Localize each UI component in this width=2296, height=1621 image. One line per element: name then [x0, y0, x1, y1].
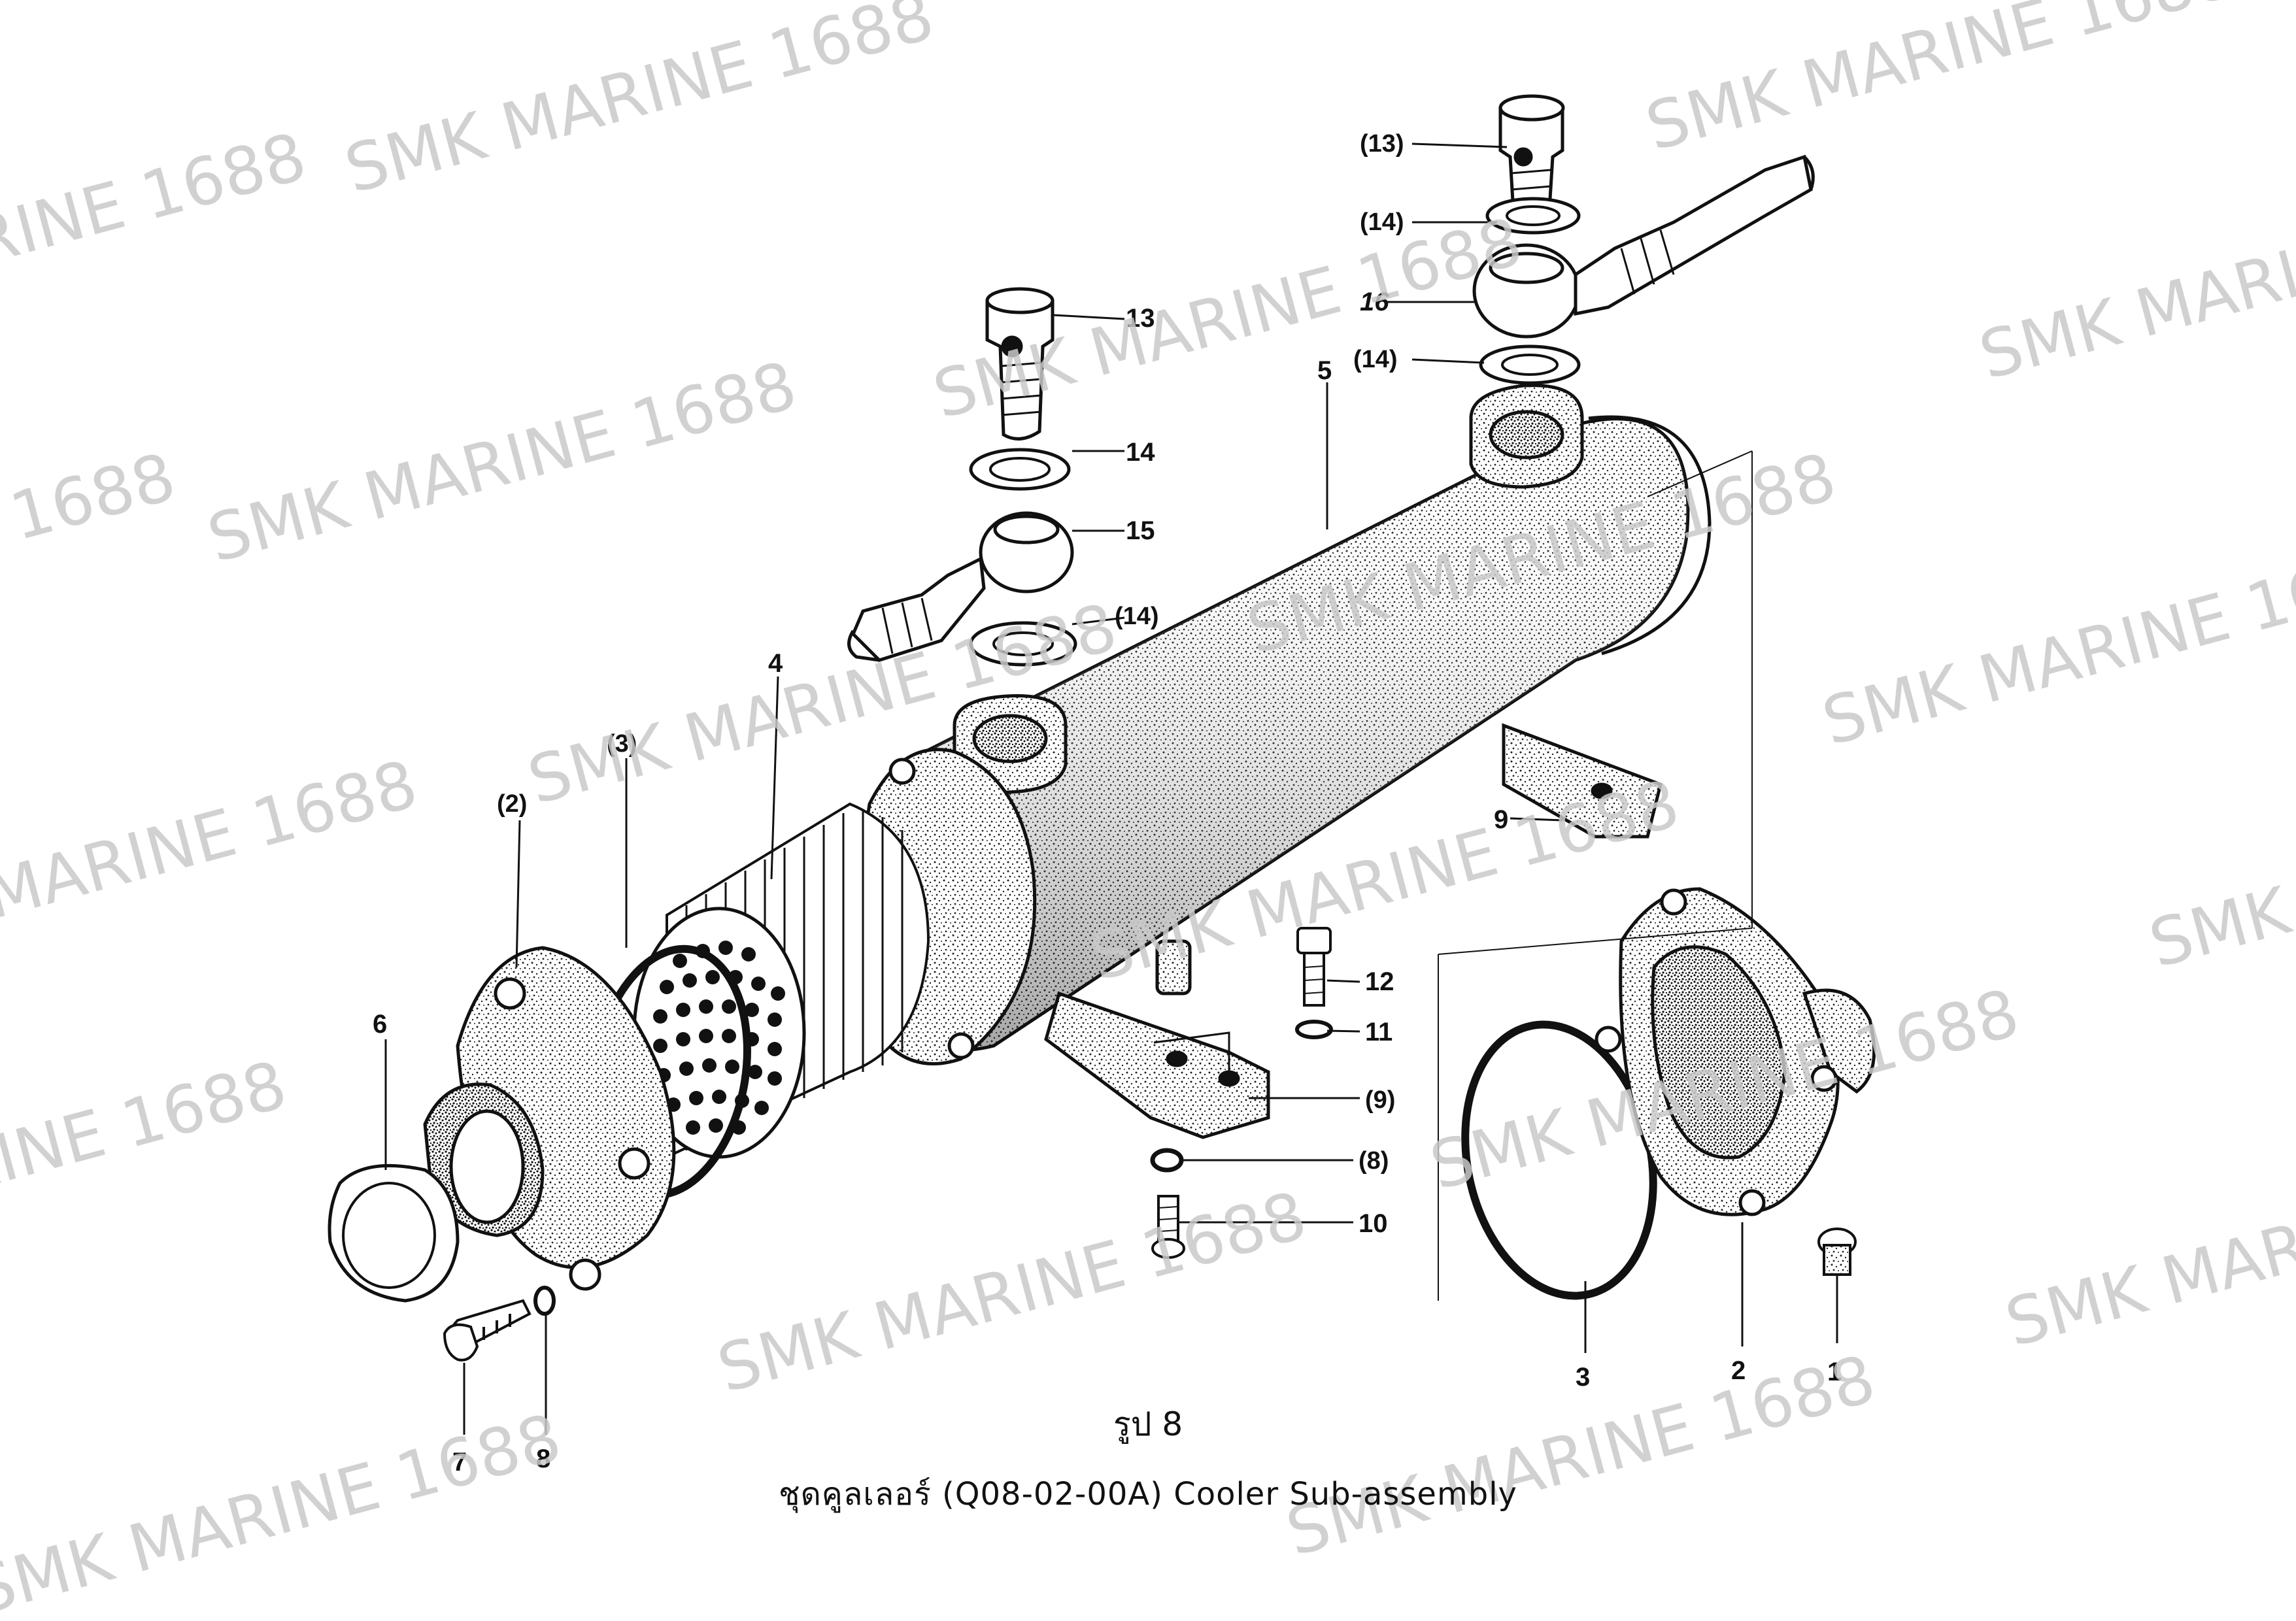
- callout-labels: (13) (14) 16 (14) 5 13 14 15 (14) 4 (3) …: [373, 130, 1842, 1477]
- callout-9: 9: [1494, 805, 1508, 834]
- watermark-text: SMK MARINE 1688: [1815, 530, 2296, 760]
- callout-6: 6: [373, 1010, 387, 1039]
- watermark-text: SMK MARINE 1688: [0, 1046, 294, 1277]
- callout-9-paren: (9): [1365, 1086, 1395, 1114]
- watermark-text: SMK MARINE 1688: [2142, 752, 2296, 982]
- end-cover-left: [423, 946, 676, 1291]
- washer-8-center: [1150, 1148, 1184, 1173]
- callout-16: 16: [1360, 288, 1389, 316]
- watermark-text: SMK MARINE 1688: [1998, 1131, 2296, 1362]
- callout-11: 11: [1365, 1018, 1393, 1046]
- callout-14-low: (14): [1115, 603, 1159, 630]
- watermark-text: SMK MARINE 1688: [710, 1177, 1314, 1407]
- figure-title: ชุดคูลเลอร์ (Q08-02-00A) Cooler Sub-asse…: [779, 1476, 1517, 1512]
- figure-number: รูป 8: [1113, 1405, 1183, 1443]
- end-cap: [328, 1163, 460, 1303]
- callout-4: 4: [768, 649, 783, 678]
- callout-7: 7: [452, 1448, 467, 1477]
- banjo-fitting-15: [847, 511, 1074, 662]
- callout-8: 8: [536, 1445, 550, 1473]
- watermark-text: SMK MARINE 1688: [0, 118, 314, 348]
- tube-bundle: [632, 802, 930, 1160]
- callout-2: 2: [1731, 1356, 1746, 1385]
- copper-washer-14-top: [1485, 197, 1581, 235]
- leader-lines: [384, 142, 1838, 1435]
- callout-1: 1: [1827, 1358, 1842, 1386]
- callout-5: 5: [1317, 356, 1332, 385]
- washer-11: [1295, 1020, 1333, 1039]
- copper-washer-14-mid: [1479, 344, 1581, 385]
- watermark-text: SMK MARINE 1688: [1638, 0, 2242, 165]
- banjo-bolt-left: [985, 287, 1055, 441]
- bolt-10: [1151, 1195, 1185, 1259]
- lock-washer-left: [533, 1286, 556, 1316]
- callout-14-top: (14): [1360, 209, 1404, 236]
- callout-2-paren: (2): [497, 790, 527, 818]
- callout-12: 12: [1365, 967, 1394, 996]
- end-cover-right: [1595, 887, 1876, 1216]
- callout-14-mid: (14): [1353, 346, 1398, 373]
- bracket-bolt-12: [1296, 927, 1332, 1007]
- callout-8-paren: (8): [1359, 1147, 1389, 1175]
- callout-3: 3: [1576, 1363, 1590, 1392]
- callout-13: 13: [1126, 304, 1155, 333]
- copper-washer-14-lower: [969, 621, 1077, 667]
- callout-14: 14: [1126, 438, 1155, 467]
- callout-10: 10: [1359, 1209, 1388, 1238]
- callout-15: 15: [1126, 516, 1155, 545]
- drain-plug-1: [1817, 1228, 1857, 1276]
- watermark-text: SMK MARINE 1688: [1972, 164, 2296, 394]
- callout-3-paren: (3): [607, 730, 637, 758]
- cover-bolt: [443, 1299, 532, 1362]
- watermark-text: SMK MARINE 1688: [337, 0, 941, 208]
- watermark-text: SMK MARINE 1688: [0, 746, 425, 976]
- banjo-fitting-16: [1472, 154, 1815, 339]
- cooler-body: [858, 384, 1712, 1139]
- watermark-text: SMK MARINE 1688: [200, 347, 804, 577]
- watermark-text: SMK MARINE 1688: [0, 439, 183, 669]
- callout-13-top: (13): [1360, 130, 1404, 158]
- copper-washer-14: [969, 448, 1071, 491]
